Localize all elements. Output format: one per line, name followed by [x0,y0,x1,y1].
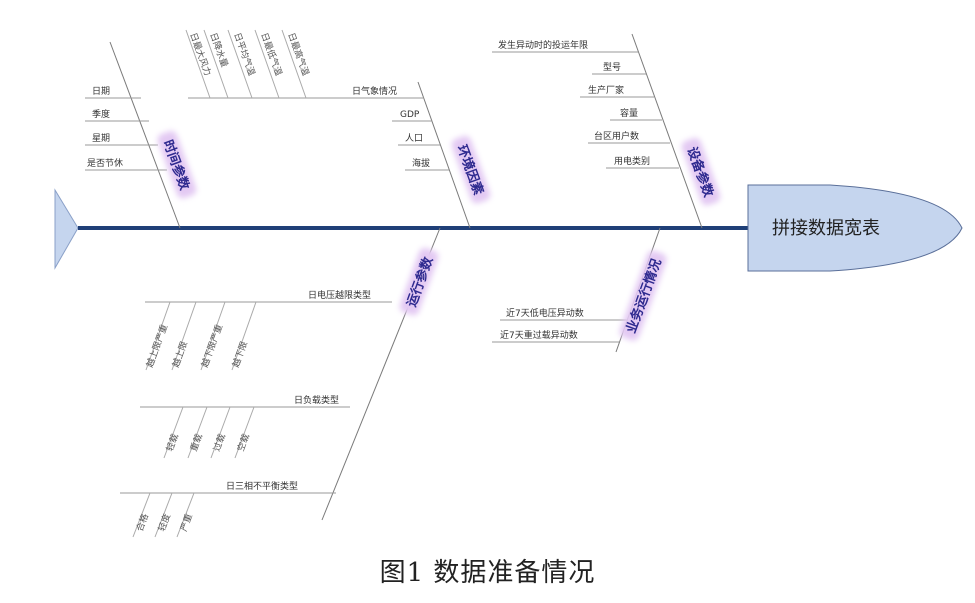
voltage-sub-4: 越下限 [230,340,251,369]
biz-category: 业务运行情况 [619,250,667,341]
op-item-1: 日电压越限类型 [308,289,371,301]
biz-item-1: 近7天低电压异动数 [506,307,584,319]
load-sub-line-1 [163,406,184,459]
equip-item-5: 台区用户数 [594,130,639,142]
env-item-2: GDP [400,110,420,120]
op-item-2: 日负载类型 [294,394,339,406]
equip-item-3: 生产厂家 [588,84,624,96]
unbalance-sub-line-2 [154,492,173,538]
op-item-3: 日三相不平衡类型 [226,480,298,492]
fishbone-diagram: 拼接数据宽表 日期 季度 星期 是否节休 时间参数 日气象情况 GDP 人口 海… [54,29,963,538]
time-item-4: 是否节休 [87,157,123,169]
fish-head [747,184,963,272]
voltage-sub-1: 越上限严重 [144,323,171,369]
equip-item-1: 发生异动时的投运年限 [498,39,588,51]
equip-item-2: 型号 [603,62,621,73]
equip-item-6: 用电类别 [614,155,650,167]
weather-sub-line-4 [203,29,229,99]
voltage-sub-3: 越下限严重 [199,323,226,369]
weather-sub-line-1 [281,29,307,99]
op-category: 运行参数 [399,247,439,316]
head-label: 拼接数据宽表 [772,218,880,239]
weather-sub-1: 日最高气温 [285,31,312,77]
unbalance-sub-line-1 [132,492,151,538]
time-branch-bone [109,41,181,229]
load-sub-3: 过载 [211,432,228,453]
voltage-sub-line-4 [231,301,257,371]
fish-tail [54,188,79,270]
load-sub-1: 轻载 [164,432,181,453]
env-category: 环境因素 [451,135,491,204]
unbalance-sub-3: 严重 [178,512,195,533]
figure-caption: 图1 数据准备情况 [379,558,596,588]
env-item-3: 人口 [405,133,423,144]
equip-item-4: 容量 [620,107,638,119]
unbalance-sub-1: 合格 [134,512,151,533]
voltage-sub-line-1 [145,301,171,371]
equip-branch-bone [631,33,703,229]
unbalance-sub-2: 轻度 [156,512,173,533]
time-item-1: 日期 [92,86,110,97]
time-item-2: 季度 [92,108,110,120]
env-item-4: 海拔 [412,157,430,169]
biz-item-2: 近7天重过载异动数 [500,329,578,341]
load-sub-2: 重载 [188,432,205,453]
unbalance-sub-line-3 [176,492,195,538]
load-sub-line-2 [187,406,208,459]
time-category: 时间参数 [157,130,197,199]
load-sub-line-4 [234,406,255,459]
load-sub-4: 空载 [235,432,252,453]
weather-sub-line-2 [254,29,280,99]
voltage-sub-line-3 [200,301,226,371]
env-item-1: 日气象情况 [352,85,397,97]
time-item-3: 星期 [92,133,110,144]
weather-sub-2: 日最低气温 [258,31,285,77]
voltage-sub-2: 越上限 [170,340,191,369]
weather-sub-3: 日平均气温 [231,31,258,77]
env-branch-bone [417,81,471,229]
weather-sub-line-3 [227,29,253,99]
load-sub-line-3 [210,406,231,459]
weather-sub-line-5 [185,29,211,99]
voltage-sub-line-2 [171,301,197,371]
equip-category: 设备参数 [681,137,721,206]
